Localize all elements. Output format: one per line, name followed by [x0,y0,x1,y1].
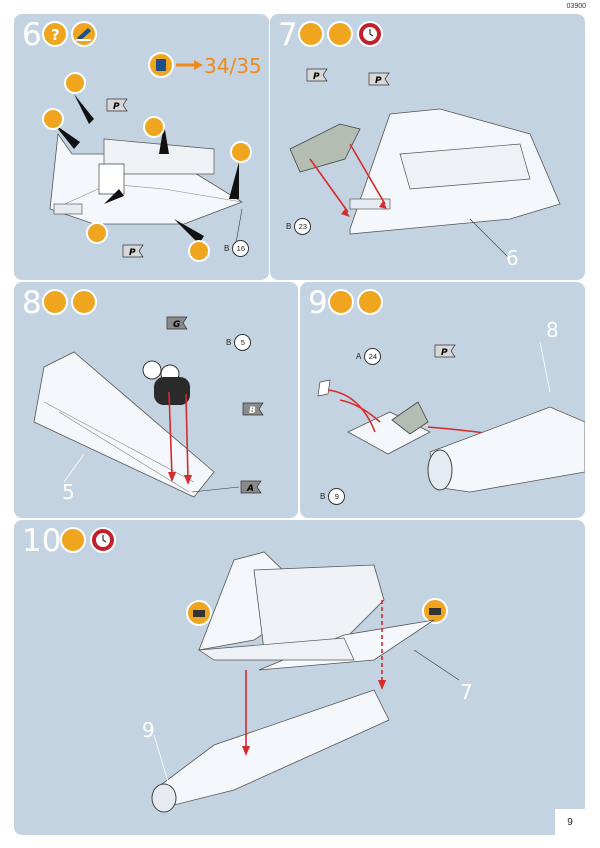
assembly-callout: 7 [460,680,473,704]
final-assembly-drawing [151,551,460,813]
part-label: B 9 [320,488,346,505]
step-10-panel: 10 7 9 9 [14,520,585,835]
reference-arrow-icon [176,60,203,70]
paintbrush-icon [328,289,354,315]
clock-icon [90,527,116,553]
assembly-callout: 5 [62,480,75,504]
assembly-callout: 6 [506,246,519,270]
glue-icon [71,289,97,315]
paintbrush-icon [42,289,68,315]
wing-drawing [289,108,561,260]
glue-icon [357,289,383,315]
svg-text:P: P [113,102,120,112]
part-label: B 23 [286,218,312,235]
page-reference: 34/35 [204,54,262,78]
assembly-callout: 8 [546,318,559,342]
wing-drawing [49,94,243,255]
paintbrush-icon [42,108,64,130]
paintbrush-icon [143,116,165,138]
flag-icon: P [306,68,328,82]
step-9-panel: 9 P A 24 B 9 8 [300,282,585,518]
svg-text:A: A [246,484,254,494]
paintbrush-icon [298,21,324,47]
paintbrush-icon [188,240,210,262]
step-number: 8 [22,285,42,321]
glue-icon [327,21,353,47]
svg-text:P: P [313,72,320,82]
part-label: B 16 [224,240,250,257]
glue-icon [71,21,97,47]
flag-icon: G [166,316,188,330]
paintbrush-icon [230,141,252,163]
book-icon [148,52,174,78]
page-number: 9 [555,809,585,835]
clock-icon [357,21,383,47]
flag-icon: P [106,98,128,112]
step-number: 10 [22,523,62,559]
svg-text:P: P [129,248,136,258]
step-7-panel: 7 P P B 23 6 [270,14,585,280]
part-label: B 5 [226,334,252,351]
flag-icon: P [434,344,456,358]
assembly-callout: 9 [142,718,155,742]
step-number: 7 [278,17,298,53]
flag-icon: P [122,244,144,258]
svg-text:P: P [375,76,382,86]
part-label: A 24 [356,348,382,365]
step-8-panel: 8 G B A B 5 5 [14,282,298,518]
question-icon: ? [42,21,68,47]
svg-text:G: G [173,320,180,330]
svg-text:?: ? [51,26,60,44]
fuselage-drawing [33,351,240,498]
paintbrush-icon [60,527,86,553]
flag-icon: B [242,402,264,416]
intake-drawing [317,341,585,493]
paintbrush-icon [64,72,86,94]
svg-text:B: B [249,406,256,416]
paintbrush-icon [86,222,108,244]
tape-icon [186,600,212,626]
step-number: 9 [308,285,328,321]
flag-icon: A [240,480,262,494]
step-number: 6 [22,17,42,53]
flag-icon: P [368,72,390,86]
svg-text:P: P [441,348,448,358]
doc-code: 03900 [566,3,586,10]
step-6-panel: 6 ? 34/35 P P B 16 [14,14,269,280]
tape-icon [422,598,448,624]
